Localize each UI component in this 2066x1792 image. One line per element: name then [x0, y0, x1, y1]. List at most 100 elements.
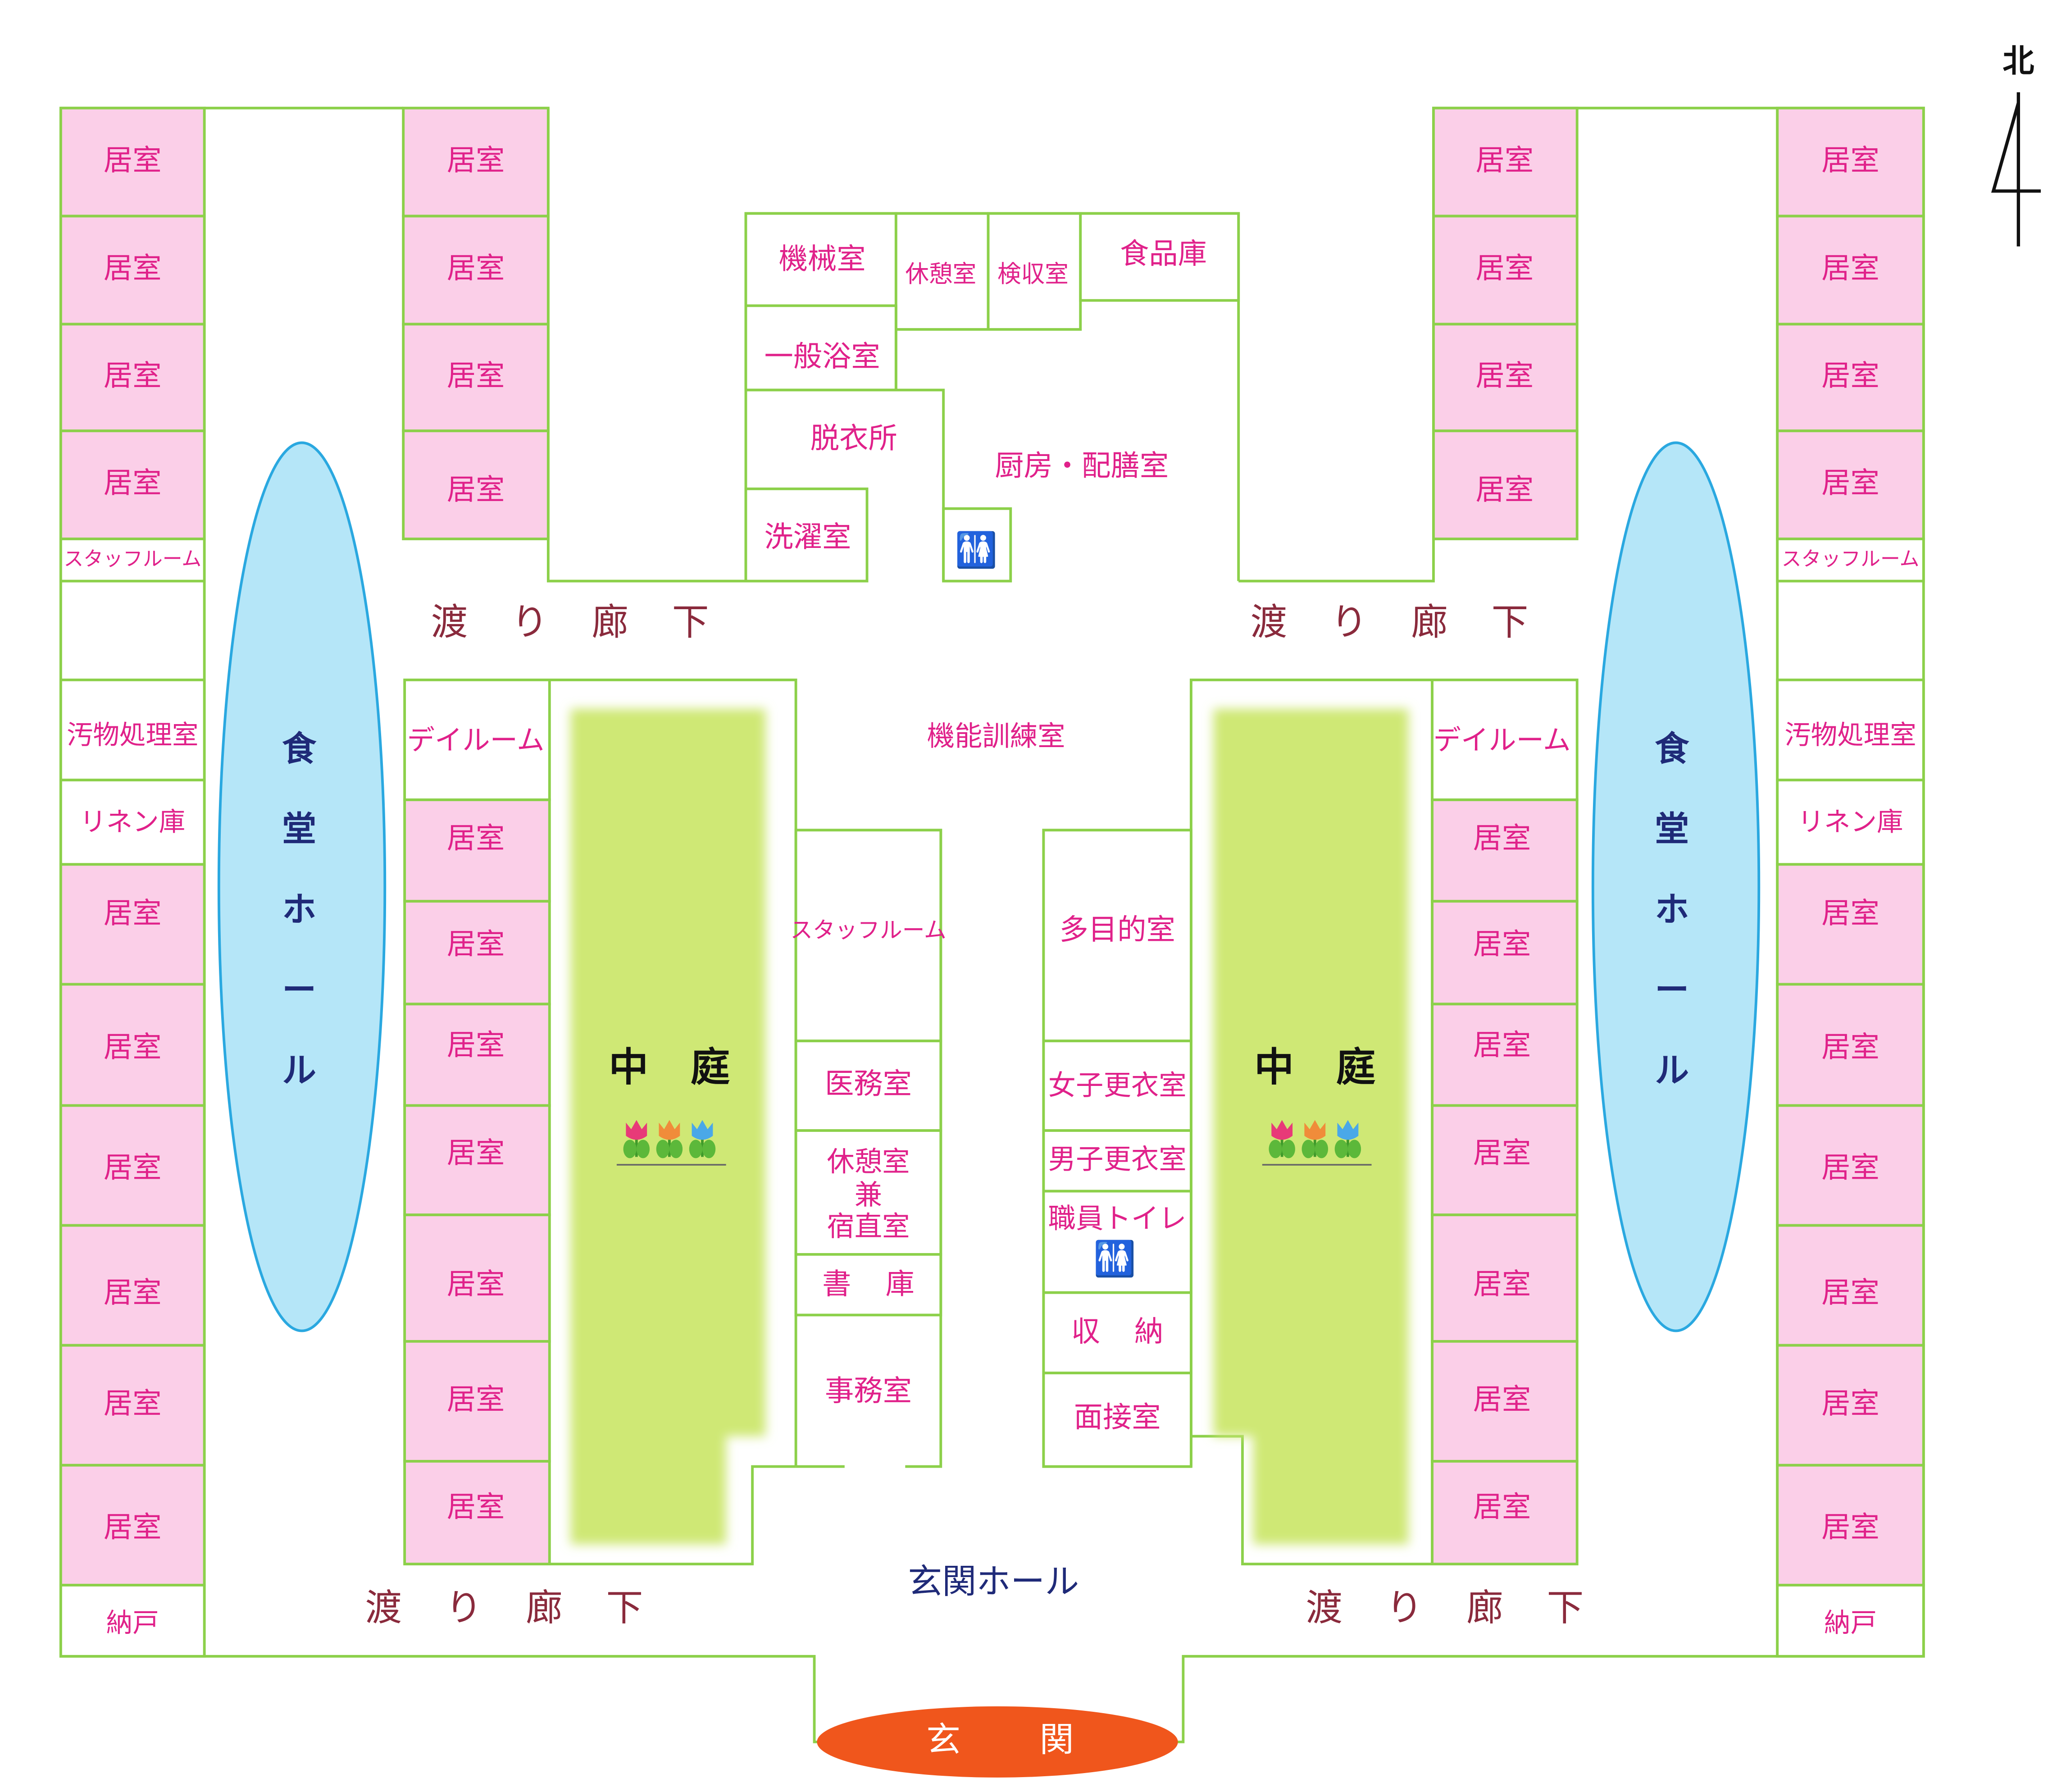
tulip-icon-left-flower-3 — [692, 1120, 713, 1140]
joshi-koui-room — [1042, 1040, 1192, 1132]
label-kikai: 機械室 — [779, 242, 866, 276]
label-corridor-se-3: 廊 — [1466, 1587, 1503, 1629]
label-left-inner-top-4: 居室 — [447, 473, 505, 506]
dining-hall-right — [1591, 441, 1761, 1332]
label-datsui: 脱衣所 — [810, 421, 897, 455]
mensetsu-room — [1042, 1372, 1192, 1468]
room-right-inner-bottom-2 — [1431, 900, 1579, 1006]
room-right-inner-top-3 — [1432, 323, 1579, 433]
label-joshi-koui: 女子更衣室 — [1048, 1070, 1187, 1102]
label-right-outer-bottom-6: 居室 — [1821, 1510, 1879, 1544]
label-left-outer-top-4: 居室 — [104, 466, 162, 500]
label-right-inner-top-1: 居室 — [1476, 143, 1534, 177]
shokuhin-room — [1079, 212, 1240, 302]
shoko-room — [794, 1253, 942, 1317]
tulip-icon-left-leaf-3a — [689, 1140, 703, 1158]
label-shoko-1: 書 — [822, 1268, 851, 1301]
label-left-inner-top-3: 居室 — [447, 359, 505, 392]
imu-room — [794, 1040, 942, 1132]
north-arrow-icon — [1991, 92, 2041, 246]
label-corridor-sw-4: 下 — [606, 1587, 643, 1629]
label-corridor-sw-1: 渡 — [365, 1587, 402, 1629]
tulip-icon-right-leaf-1b — [1282, 1140, 1295, 1158]
label-left-inner-bottom-1: 居室 — [447, 821, 505, 855]
tulip-icon-left-leaf-1b — [636, 1140, 650, 1158]
label-corridor-nw-2: り — [511, 601, 548, 644]
tulip-icon-right-leaf-3b — [1347, 1140, 1361, 1158]
tulip-icon-left-leaf-1a — [623, 1140, 637, 1158]
label-imu: 医務室 — [825, 1067, 912, 1101]
tulip-icon-right-flower-3 — [1337, 1120, 1359, 1140]
label-kyukei-2: 兼 — [855, 1179, 882, 1211]
room-right-outer-bottom-2 — [1776, 983, 1925, 1107]
label-right-outer-top-3: 居室 — [1821, 359, 1879, 392]
room-left-inner-top-3 — [402, 323, 550, 433]
label-dining-left-4: ー — [282, 970, 316, 1010]
tulip-icon-right-leaf-2b — [1315, 1140, 1329, 1158]
room-left-outer-bottom-4 — [59, 1224, 206, 1347]
north-compass: 北 — [1991, 42, 2041, 246]
label-corridor-ne-1: 渡 — [1251, 601, 1288, 644]
label-right-inner-top-2: 居室 — [1476, 251, 1534, 285]
label-right-inner-bottom-2: 居室 — [1473, 927, 1531, 961]
nando-left — [59, 1583, 206, 1658]
room-right-inner-top-4 — [1432, 429, 1579, 540]
tulip-icon-right-flower-2 — [1304, 1120, 1326, 1140]
tulip-icon-left-flower-2 — [659, 1120, 680, 1140]
room-left-inner-bottom-6 — [403, 1340, 551, 1463]
room-right-inner-bottom-7 — [1431, 1460, 1579, 1566]
label-staff-room-left: スタッフルーム — [64, 547, 201, 570]
label-right-inner-bottom-7: 居室 — [1473, 1490, 1531, 1524]
label-right-outer-top-1: 居室 — [1821, 143, 1879, 177]
dining-hall-left — [217, 441, 387, 1332]
label-corridor-nw-4: 下 — [672, 601, 709, 644]
label-dining-left-2: 堂 — [282, 809, 316, 849]
danshi-koui-room — [1042, 1129, 1192, 1193]
room-right-inner-top-2 — [1432, 214, 1579, 326]
room-right-inner-bottom-5 — [1431, 1213, 1579, 1343]
room-left-outer-top-2 — [59, 214, 206, 326]
label-courtyard-left-2: 庭 — [691, 1044, 730, 1090]
label-corridor-se-1: 渡 — [1306, 1587, 1342, 1629]
room-right-inner-bottom-1 — [1431, 798, 1579, 903]
label-staff-room-center: スタッフルーム — [790, 917, 946, 943]
dayroom-left — [403, 678, 551, 801]
courtyard-left-wall-bottom — [549, 1465, 796, 1566]
label-left-inner-bottom-2: 居室 — [447, 927, 505, 961]
label-tamokuteki: 多目的室 — [1059, 913, 1175, 947]
label-osenbutsu-left: 汚物処理室 — [67, 720, 198, 750]
label-left-outer-top-3: 居室 — [104, 359, 162, 392]
tulip-icon-right-flower-1 — [1271, 1120, 1293, 1140]
room-left-outer-bottom-1 — [59, 863, 206, 986]
kenshu-room — [987, 212, 1082, 331]
room-right-inner-bottom-4 — [1431, 1104, 1579, 1217]
toilet-north — [942, 507, 1012, 583]
label-corridor-ne-3: 廊 — [1411, 601, 1448, 644]
label-right-inner-bottom-3: 居室 — [1473, 1028, 1531, 1062]
label-shokuhin: 食品庫 — [1120, 237, 1207, 271]
room-right-outer-top-2 — [1776, 214, 1925, 326]
label-corridor-nw-3: 廊 — [592, 601, 628, 644]
tulip-icon-right-leaf-3a — [1334, 1140, 1348, 1158]
tulip-icon-left-leaf-2b — [669, 1140, 683, 1158]
room-left-outer-bottom-6 — [59, 1464, 206, 1587]
label-right-inner-bottom-1: 居室 — [1473, 821, 1531, 855]
label-corridor-ne-2: り — [1331, 601, 1368, 644]
label-chubo: 厨房・配膳室 — [995, 449, 1169, 483]
room-left-outer-bottom-3 — [59, 1104, 206, 1227]
tulip-icon-left-leaf-2a — [656, 1140, 669, 1158]
room-right-outer-top-3 — [1776, 323, 1925, 433]
label-corridor-sw-2: り — [446, 1587, 482, 1629]
label-right-outer-top-4: 居室 — [1821, 466, 1879, 500]
room-left-inner-bottom-5 — [403, 1213, 551, 1343]
label-left-outer-bottom-1: 居室 — [104, 896, 162, 930]
label-dayroom-right: デイルーム — [1433, 724, 1570, 756]
label-right-inner-bottom-6: 居室 — [1473, 1383, 1531, 1417]
label-right-inner-top-3: 居室 — [1476, 359, 1534, 392]
room-right-outer-top-1 — [1776, 106, 1925, 218]
room-left-outer-top-3 — [59, 323, 206, 433]
label-kenshu: 検収室 — [997, 260, 1069, 288]
label-danshi-koui: 男子更衣室 — [1048, 1143, 1187, 1175]
